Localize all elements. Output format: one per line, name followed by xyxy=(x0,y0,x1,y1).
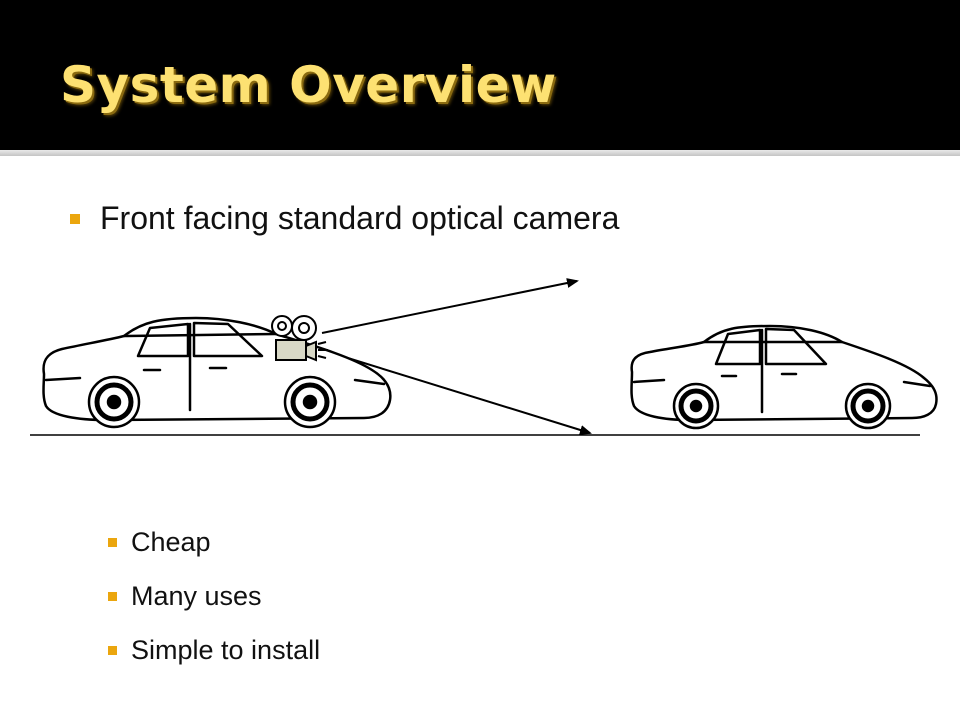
list-item: Many uses xyxy=(108,569,320,623)
sedan-car-icon xyxy=(42,316,392,429)
sub-bullet-list: Cheap Many uses Simple to install xyxy=(108,515,320,677)
title-divider xyxy=(0,150,960,156)
main-bullet: Front facing standard optical camera xyxy=(70,200,619,237)
square-bullet-icon xyxy=(108,537,117,547)
square-bullet-icon xyxy=(70,213,80,224)
slide-title: System Overview xyxy=(60,56,557,114)
view-arrow-lower xyxy=(321,349,592,435)
sub-bullet-text: Many uses xyxy=(131,581,262,611)
main-bullet-text: Front facing standard optical camera xyxy=(100,200,620,236)
title-band xyxy=(0,0,960,150)
sub-bullet-text: Simple to install xyxy=(131,635,321,665)
square-bullet-icon xyxy=(108,645,117,655)
list-item: Cheap xyxy=(108,515,320,569)
camera-diagram xyxy=(30,278,938,436)
square-bullet-icon xyxy=(108,591,117,601)
list-item: Simple to install xyxy=(108,623,320,677)
sedan-car-icon xyxy=(630,324,938,430)
sub-bullet-text: Cheap xyxy=(131,527,211,557)
view-arrow-upper xyxy=(321,278,579,334)
movie-camera-icon xyxy=(271,315,328,362)
